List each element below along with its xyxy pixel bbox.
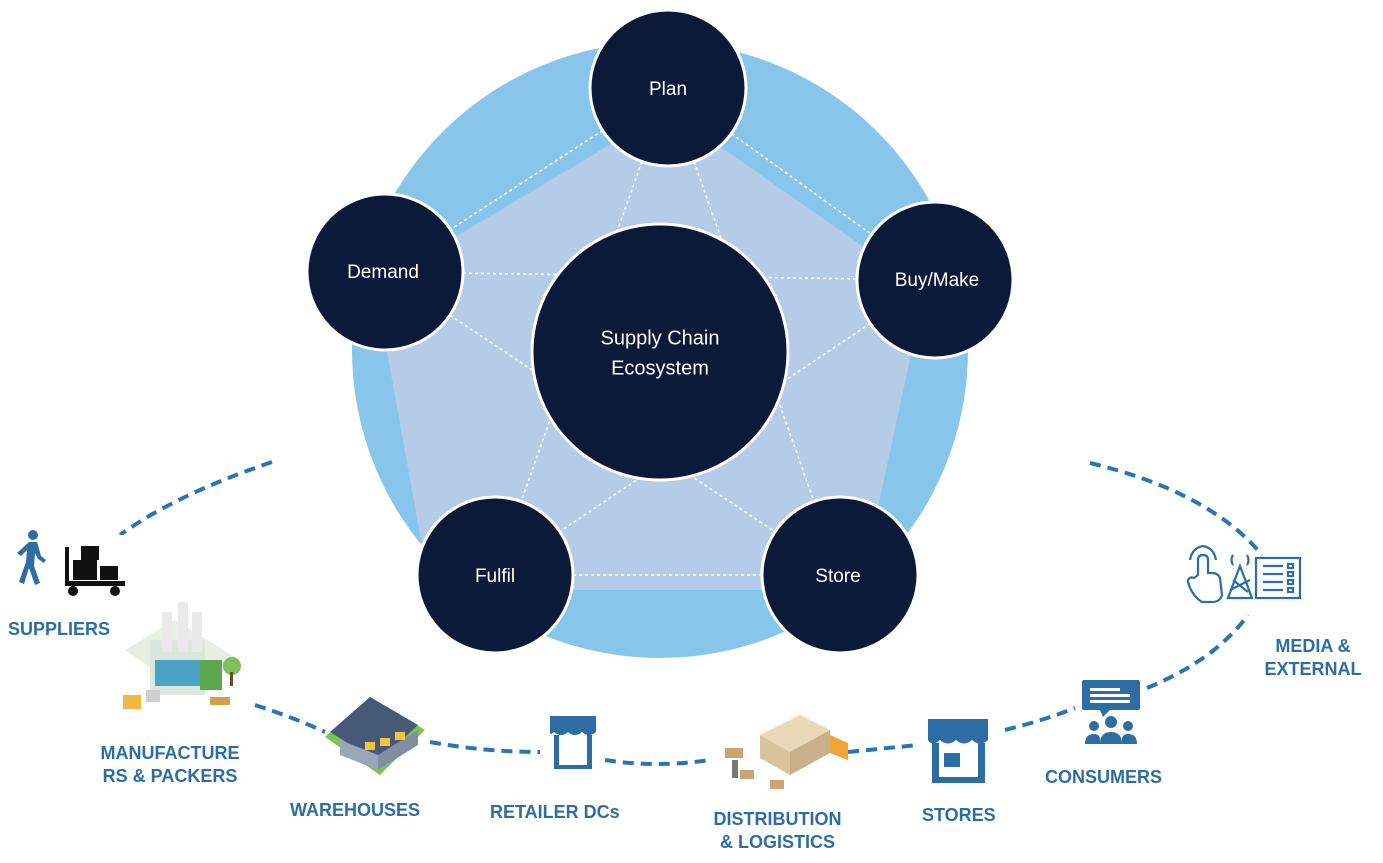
label-manufacturers-line2: RS & PACKERS xyxy=(102,766,238,786)
label-consumers: CONSUMERS xyxy=(1045,767,1163,787)
media-icons xyxy=(1186,544,1302,604)
signal-tower-icon xyxy=(1226,554,1254,600)
ecosystem-path xyxy=(118,460,1264,766)
node-buymake xyxy=(855,200,1015,360)
label-manufacturers: MANUFACTURE RS & PACKERS xyxy=(85,742,255,788)
label-stores: STORES xyxy=(922,805,996,825)
label-media-external: MEDIA & EXTERNAL xyxy=(1248,635,1378,681)
node-buymake-label: Buy/Make xyxy=(895,270,979,291)
delivery-truck-icon xyxy=(725,715,848,789)
node-demand xyxy=(305,192,465,352)
label-media-line1: MEDIA & xyxy=(1275,636,1351,656)
label-distribution-line1: DISTRIBUTION xyxy=(713,809,842,829)
store-icon xyxy=(928,719,988,783)
node-demand-label: Demand xyxy=(347,262,419,283)
suppliers-icon-bg xyxy=(60,535,138,607)
label-distribution: DISTRIBUTION & LOGISTICS xyxy=(690,808,865,854)
center-line-2: Ecosystem xyxy=(611,357,709,379)
label-manufacturers-line1: MANUFACTURE xyxy=(100,743,240,763)
node-store xyxy=(760,495,920,655)
consumers-icon xyxy=(1082,680,1140,744)
walking-person-icon xyxy=(17,530,46,585)
node-fulfil xyxy=(415,495,575,655)
label-retailer-dcs: RETAILER DCs xyxy=(490,802,620,822)
retailer-dc-icon xyxy=(550,716,596,769)
label-media-line2: EXTERNAL xyxy=(1264,659,1362,679)
news-list-icon xyxy=(1254,556,1302,600)
node-plan xyxy=(588,8,748,168)
node-plan-label: Plan xyxy=(649,79,687,100)
label-suppliers: SUPPLIERS xyxy=(8,619,111,639)
hand-truck-icon xyxy=(65,546,125,596)
node-fulfil-label: Fulfil xyxy=(475,566,515,587)
label-distribution-line2: & LOGISTICS xyxy=(719,832,835,852)
touch-hand-icon xyxy=(1186,544,1224,604)
label-warehouses: WAREHOUSES xyxy=(290,800,421,820)
warehouse-icon xyxy=(325,697,425,775)
center-line-1: Supply Chain xyxy=(601,327,720,349)
factory-icon xyxy=(123,602,241,709)
center-node xyxy=(530,222,790,482)
node-store-label: Store xyxy=(815,566,860,587)
